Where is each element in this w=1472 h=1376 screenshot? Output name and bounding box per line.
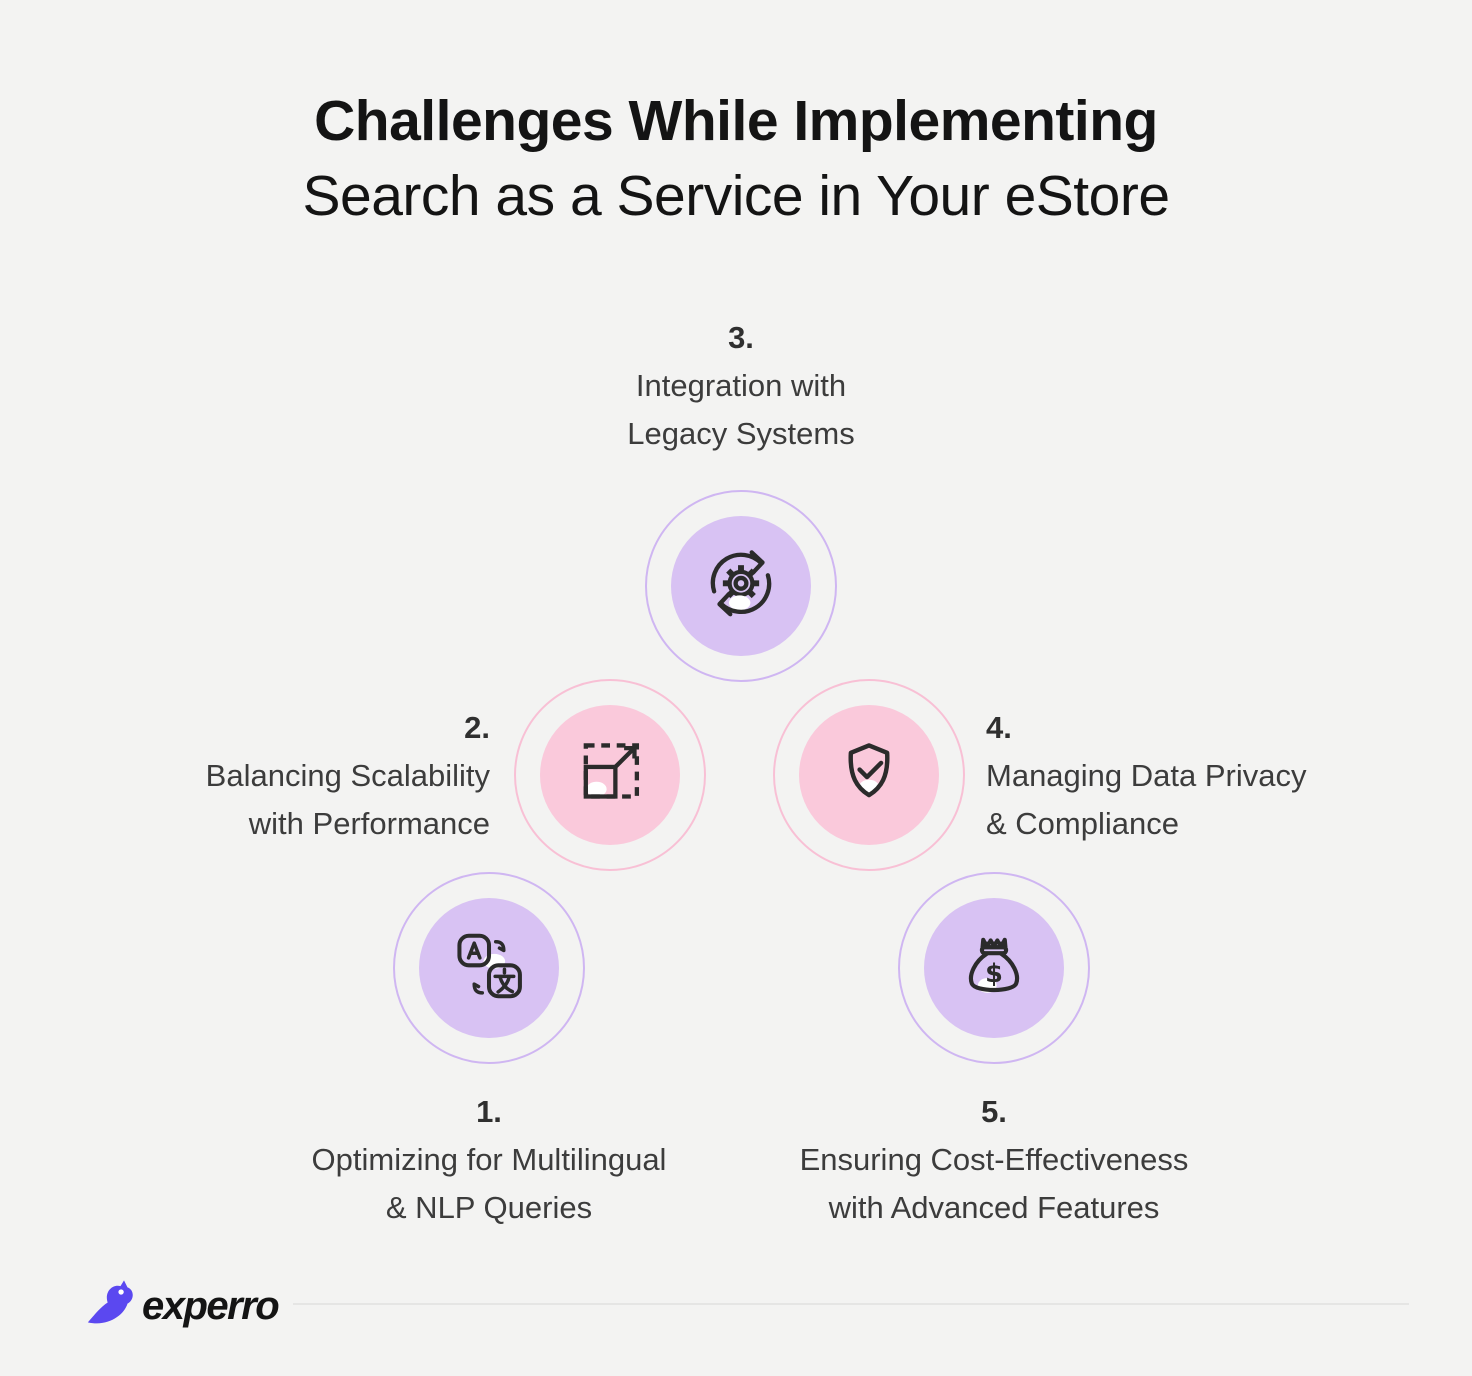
node-data-privacy-circle xyxy=(773,679,965,871)
brand-name: experro xyxy=(142,1283,280,1328)
label-scalability: 2. Balancing Scalability with Performanc… xyxy=(60,704,490,848)
title-line-2: Search as a Service in Your eStore xyxy=(302,164,1170,228)
node-cost-effectiveness-circle: $ xyxy=(898,872,1090,1064)
money-bag-icon: $ xyxy=(968,937,1020,993)
item-label-line: & Compliance xyxy=(986,806,1179,841)
sync-gear-icon xyxy=(710,550,772,617)
data-privacy-bubble xyxy=(799,705,939,845)
svg-text:$: $ xyxy=(985,959,1003,989)
shield-check-icon xyxy=(848,743,890,798)
item-label-line: with Performance xyxy=(248,806,490,841)
multilingual-bubble xyxy=(419,898,559,1038)
title-line-1: Challenges While Implementing xyxy=(314,89,1158,153)
cost-effectiveness-bubble: $ xyxy=(924,898,1064,1038)
integration-bubble xyxy=(671,516,811,656)
bird-logo-icon xyxy=(87,1280,133,1324)
item-number: 4. xyxy=(986,710,1012,745)
item-label-line: Managing Data Privacy xyxy=(986,758,1307,793)
item-number: 5. xyxy=(981,1094,1007,1129)
item-number: 1. xyxy=(476,1094,502,1129)
translate-icon xyxy=(457,933,522,999)
item-label-line: Balancing Scalability xyxy=(205,758,490,793)
scalability-bubble xyxy=(540,705,680,845)
label-data-privacy: 4. Managing Data Privacy & Compliance xyxy=(986,704,1416,848)
scale-expand-icon xyxy=(583,743,640,799)
node-scalability-circle xyxy=(514,679,706,871)
item-label-line: & NLP Queries xyxy=(385,1190,593,1225)
experro-logo: experro xyxy=(82,1276,280,1336)
label-cost-effectiveness: 5. Ensuring Cost-Effectiveness with Adva… xyxy=(714,1088,1274,1232)
item-label-line: Legacy Systems xyxy=(627,416,855,451)
label-multilingual: 1. Optimizing for Multilingual & NLP Que… xyxy=(209,1088,769,1232)
label-integration: 3. Integration with Legacy Systems xyxy=(541,314,941,458)
item-label-line: Ensuring Cost-Effectiveness xyxy=(799,1142,1189,1177)
node-multilingual-circle xyxy=(393,872,585,1064)
footer-divider xyxy=(293,1303,1409,1305)
node-integration-circle xyxy=(645,490,837,682)
item-number: 3. xyxy=(728,320,754,355)
item-label-line: with Advanced Features xyxy=(828,1190,1160,1225)
page-title: Challenges While Implementing Search as … xyxy=(0,84,1472,234)
item-number: 2. xyxy=(464,710,490,745)
item-label-line: Optimizing for Multilingual xyxy=(311,1142,667,1177)
item-label-line: Integration with xyxy=(635,368,847,403)
